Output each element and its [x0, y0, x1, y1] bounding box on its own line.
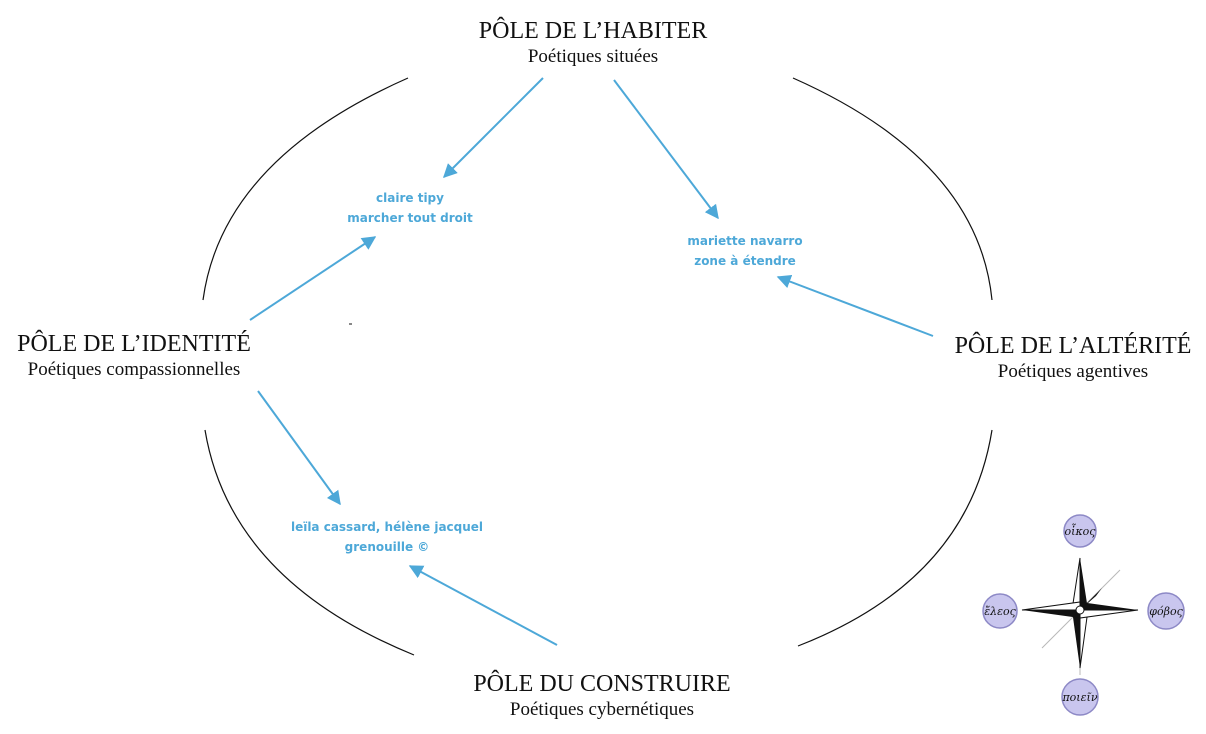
pole-alterite-title: PÔLE DE L’ALTÉRITÉ: [954, 333, 1192, 359]
work-cassard-title: grenouille ©: [344, 540, 430, 554]
arrow-construire-to-cassard: [408, 565, 558, 646]
pole-identite-title: PÔLE DE L’IDENTITÉ: [17, 331, 251, 357]
arrow-habiter-to-tipy: [443, 77, 544, 178]
pole-habiter-subtitle: Poétiques situées: [527, 46, 659, 67]
compass-south-medallion: ποιεῖν: [1061, 678, 1099, 716]
compass-south-label: ποιεῖν: [1061, 691, 1097, 704]
compass-point-south: [1072, 610, 1080, 668]
pole-alterite-subtitle: Poétiques agentives: [997, 361, 1149, 382]
arrow-alterite-to-navarro: [776, 274, 934, 337]
compass-north-medallion: οἶκος: [1063, 514, 1097, 548]
compass-point-west: [1021, 601, 1081, 611]
compass-north-label: οἶκος: [1065, 523, 1097, 538]
arrow-habiter-to-navarro: [613, 79, 719, 220]
pole-habiter: PÔLE DE L’HABITER Poétiques situées: [450, 17, 736, 69]
work-tipy-author: claire tipy: [376, 191, 444, 205]
pole-identite: PÔLE DE L’IDENTITÉ Poétiques compassionn…: [0, 330, 268, 382]
arc-bottom-left: [204, 429, 415, 656]
compass-west-medallion: ἔλεος: [982, 593, 1018, 629]
arrow-identite-to-tipy: [249, 236, 377, 321]
work-tipy-title: marcher tout droit: [347, 211, 473, 225]
pole-alterite: PÔLE DE L’ALTÉRITÉ Poétiques agentives: [940, 332, 1206, 384]
pole-construire-subtitle: Poétiques cybernétiques: [509, 699, 695, 720]
compass-east-medallion: φόβος: [1147, 592, 1185, 630]
work-navarro-author: mariette navarro: [687, 234, 803, 248]
compass-point-east: [1080, 602, 1138, 610]
work-navarro-title: zone à étendre: [694, 254, 796, 268]
work-navarro: mariette navarro zone à étendre: [645, 231, 845, 271]
work-tipy: claire tipy marcher tout droit: [310, 188, 510, 228]
work-cassard-authors: leïla cassard, hélène jacquel: [290, 520, 484, 534]
arrow-identite-to-cassard: [257, 390, 341, 506]
compass-rose: οἶκος ἔλεος φόβος ποιεῖν: [982, 514, 1185, 716]
pole-habiter-title: PÔLE DE L’HABITER: [478, 18, 708, 44]
work-cassard: leïla cassard, hélène jacquel grenouille…: [262, 517, 512, 557]
pole-identite-subtitle: Poétiques compassionnelles: [27, 359, 241, 380]
pole-construire: PÔLE DU CONSTRUIRE Poétiques cybernétiqu…: [452, 670, 752, 722]
arc-top-right: [792, 77, 993, 301]
compass-east-label: φόβος: [1149, 605, 1183, 618]
arc-top-left: [202, 77, 409, 301]
pole-construire-title: PÔLE DU CONSTRUIRE: [473, 671, 731, 697]
compass-west-label: ἔλεος: [984, 605, 1016, 618]
arc-bottom-right: [797, 429, 993, 647]
